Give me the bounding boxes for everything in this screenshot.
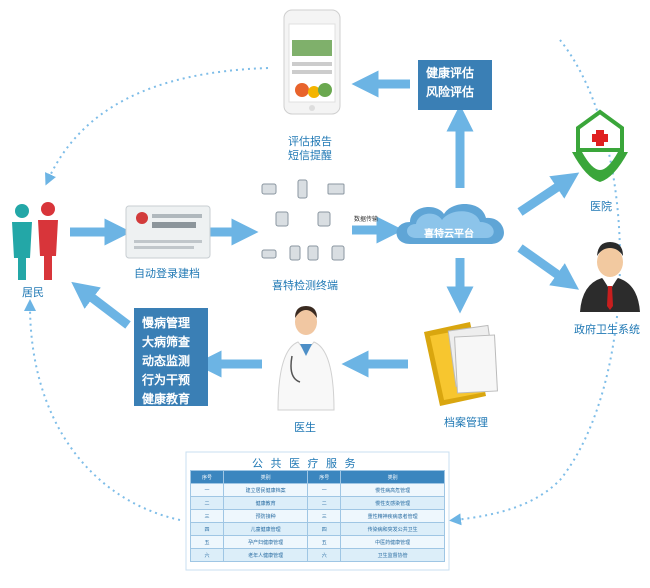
table-header: 类别 — [222, 470, 309, 484]
dotted-arc-right — [449, 39, 621, 526]
public-table-title: 公 共 医 疗 服 务 — [252, 457, 358, 470]
service-item: 动态监测 — [142, 354, 191, 368]
hospital-icon — [572, 109, 628, 182]
table-header: 类别 — [340, 470, 445, 484]
service-item: 慢病管理 — [142, 316, 191, 330]
cloud-label: 喜特云平台 — [424, 229, 474, 240]
table-cell: 重性精神疾病患者管理 — [340, 509, 445, 523]
id-card-icon — [125, 205, 211, 259]
table-cell: 卫生监督协管 — [340, 548, 445, 562]
resident-label: 居民 — [22, 286, 44, 299]
table-cell: 建立居民健康档案 — [222, 483, 309, 497]
table-cell: 慢性病高危管理 — [340, 483, 445, 497]
doctor-icon — [277, 306, 335, 411]
table-cell: 五 — [307, 535, 342, 549]
public-service-table: 序号 类别 序号 类别 一 建立居民健康档案 一 慢性病高危管理 二 健康教育 … — [190, 470, 445, 562]
id-card-label: 自动登录建档 — [134, 267, 200, 280]
service-item: 行为干预 — [142, 373, 191, 387]
arrow-cloud-to-hospital — [517, 172, 580, 216]
table-cell: 六 — [190, 548, 224, 562]
assess-health-text: 健康评估 — [426, 66, 475, 80]
table-cell: 预防接种 — [222, 509, 309, 523]
service-item: 大病筛查 — [142, 335, 191, 349]
gov-label: 政府卫生系统 — [574, 323, 640, 336]
hospital-label: 医院 — [590, 200, 612, 213]
table-cell: 老年人健康管理 — [222, 548, 309, 562]
dotted-arc-top — [45, 67, 269, 186]
table-cell: 健康教育 — [222, 496, 309, 510]
table-row: 四 儿童健康管理 四 传染病和突发公共卫生 — [190, 522, 445, 536]
table-cell: 中医药健康管理 — [340, 535, 445, 549]
table-row: 六 老年人健康管理 六 卫生监督协管 — [190, 548, 445, 562]
phone-label-sms: 短信提醒 — [288, 149, 332, 162]
table-cell: 六 — [307, 548, 342, 562]
services-box: 慢病管理 大病筛查 动态监测 行为干预 健康教育 — [134, 308, 208, 406]
arrow-services-to-resident — [71, 281, 131, 329]
table-cell: 四 — [307, 522, 342, 536]
resident-figures-icon — [12, 202, 58, 280]
table-cell: 三 — [307, 509, 342, 523]
cloud-platform-icon — [396, 203, 504, 244]
arrow-cloud-to-gov — [517, 244, 580, 290]
archive-label: 档案管理 — [444, 416, 488, 429]
table-cell: 一 — [307, 483, 342, 497]
detection-terminals-icon — [261, 179, 345, 261]
table-cell: 三 — [190, 509, 224, 523]
smartphone-icon — [283, 9, 341, 115]
table-row: 五 孕产妇健康管理 五 中医药健康管理 — [190, 535, 445, 549]
table-cell: 一 — [190, 483, 224, 497]
data-transfer-label: 数据传输 — [354, 216, 379, 223]
table-cell: 慢性支感染管理 — [340, 496, 445, 510]
table-cell: 二 — [190, 496, 224, 510]
doctor-label: 医生 — [294, 421, 316, 434]
government-official-icon — [580, 242, 640, 312]
table-cell: 二 — [307, 496, 342, 510]
terminals-label: 喜特检测终端 — [272, 279, 338, 292]
table-cell: 儿童健康管理 — [222, 522, 309, 536]
assess-risk-text: 风险评估 — [426, 85, 475, 99]
archive-folder-icon — [424, 322, 498, 406]
phone-label-report: 评估报告 — [288, 135, 332, 148]
table-header: 序号 — [190, 470, 224, 484]
table-row: 二 健康教育 二 慢性支感染管理 — [190, 496, 445, 510]
table-row: 三 预防接种 三 重性精神疾病患者管理 — [190, 509, 445, 523]
dotted-arc-left — [24, 299, 181, 521]
table-cell: 传染病和突发公共卫生 — [340, 522, 445, 536]
table-row: 一 建立居民健康档案 一 慢性病高危管理 — [190, 483, 445, 497]
service-item: 健康教育 — [142, 392, 191, 406]
table-cell: 四 — [190, 522, 224, 536]
table-header: 序号 — [307, 470, 342, 484]
assessment-box: 健康评估 风险评估 — [418, 60, 492, 110]
table-cell: 孕产妇健康管理 — [222, 535, 309, 549]
table-cell: 五 — [190, 535, 224, 549]
